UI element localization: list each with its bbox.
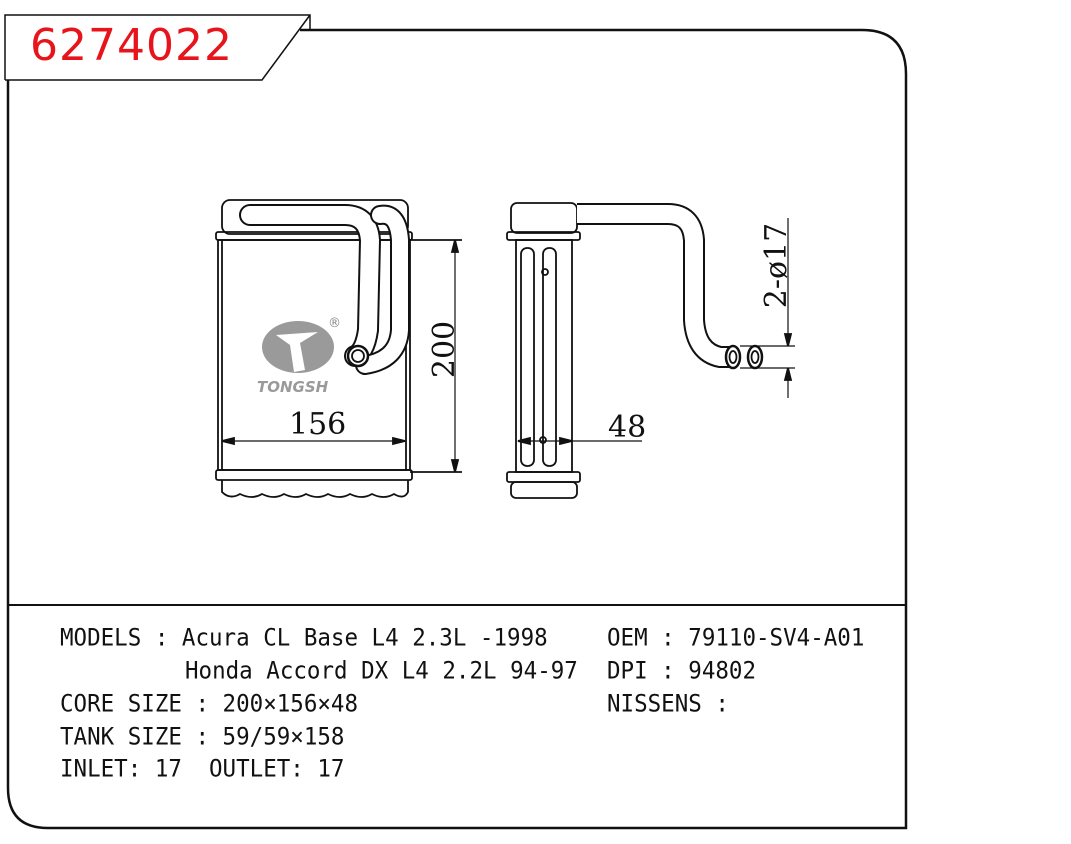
part-number: 6274022 <box>30 20 233 71</box>
tank-size: TANK SIZE : 59/59×158 <box>60 723 345 752</box>
title-tab <box>4 14 311 81</box>
nissens-number: NISSENS : <box>607 690 729 719</box>
side-view <box>506 202 795 499</box>
dimension-pipe-diameter: 2-ø17 <box>759 222 795 309</box>
oem-number: OEM : 79110-SV4-A01 <box>607 624 865 653</box>
dimension-width: 156 <box>289 407 347 442</box>
dpi-number: DPI : 94802 <box>607 657 757 686</box>
outer-frame <box>6 28 908 830</box>
dimension-height: 200 <box>427 320 463 379</box>
inlet-outlet: INLET: 17 OUTLET: 17 <box>60 755 345 784</box>
registered-mark: ® <box>328 316 341 331</box>
models-line-2: Honda Accord DX L4 2.2L 94-97 <box>185 657 578 686</box>
core-size: CORE SIZE : 200×156×48 <box>60 690 359 719</box>
brand-logo-text: TONGSH <box>257 378 329 396</box>
front-view <box>215 199 462 498</box>
models-line-1: MODELS : Acura CL Base L4 2.3L -1998 <box>60 624 548 653</box>
dimension-depth: 48 <box>608 410 647 445</box>
